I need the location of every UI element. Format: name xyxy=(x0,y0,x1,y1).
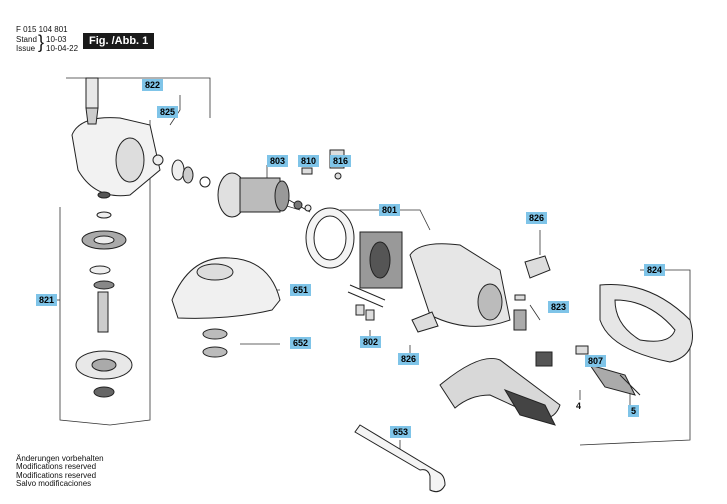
callout-5: 5 xyxy=(628,405,640,417)
issue-date: 10-04-22 xyxy=(46,44,79,53)
bracket-801 xyxy=(340,209,431,231)
callout-802: 802 xyxy=(360,336,382,348)
callout-810: 810 xyxy=(298,155,320,167)
callout-826-upper: 826 xyxy=(526,212,548,224)
footer-line-fr: Modifications reserved xyxy=(16,470,97,480)
callout-826-lower: 826 xyxy=(398,353,420,365)
footer-line-es: Salvo modificaciones xyxy=(16,479,92,489)
callout-824: 824 xyxy=(644,264,666,276)
brace-glyph: } xyxy=(38,32,45,52)
callout-803: 803 xyxy=(267,155,289,167)
callout-816: 816 xyxy=(330,155,352,167)
callout-4: 4 xyxy=(576,401,582,411)
part-number: F 015 104 801 xyxy=(16,25,68,34)
spanner xyxy=(354,424,446,493)
stand-date: 10-03 xyxy=(46,35,67,44)
issue-label: Issue xyxy=(16,44,36,53)
callout-652: 652 xyxy=(290,337,312,349)
callout-823: 823 xyxy=(548,301,570,313)
callout-807: 807 xyxy=(585,355,607,367)
callout-801: 801 xyxy=(379,204,401,216)
cable xyxy=(588,364,636,396)
stand-label: Stand xyxy=(16,35,37,44)
callout-651: 651 xyxy=(290,284,312,296)
footer-line-de: Änderungen vorbehalten xyxy=(16,454,104,463)
figure-title: Fig. /Abb. 1 xyxy=(83,33,155,49)
footer-notes: Änderungen vorbehalten Modifications res… xyxy=(16,454,104,489)
callout-653: 653 xyxy=(390,426,412,438)
footer-line-en: Modifications reserved xyxy=(16,462,97,472)
bracket-822 xyxy=(66,77,211,118)
callout-821: 821 xyxy=(36,294,58,306)
callout-822: 822 xyxy=(142,79,164,91)
bracket-821 xyxy=(59,207,111,426)
callout-825: 825 xyxy=(157,106,179,118)
